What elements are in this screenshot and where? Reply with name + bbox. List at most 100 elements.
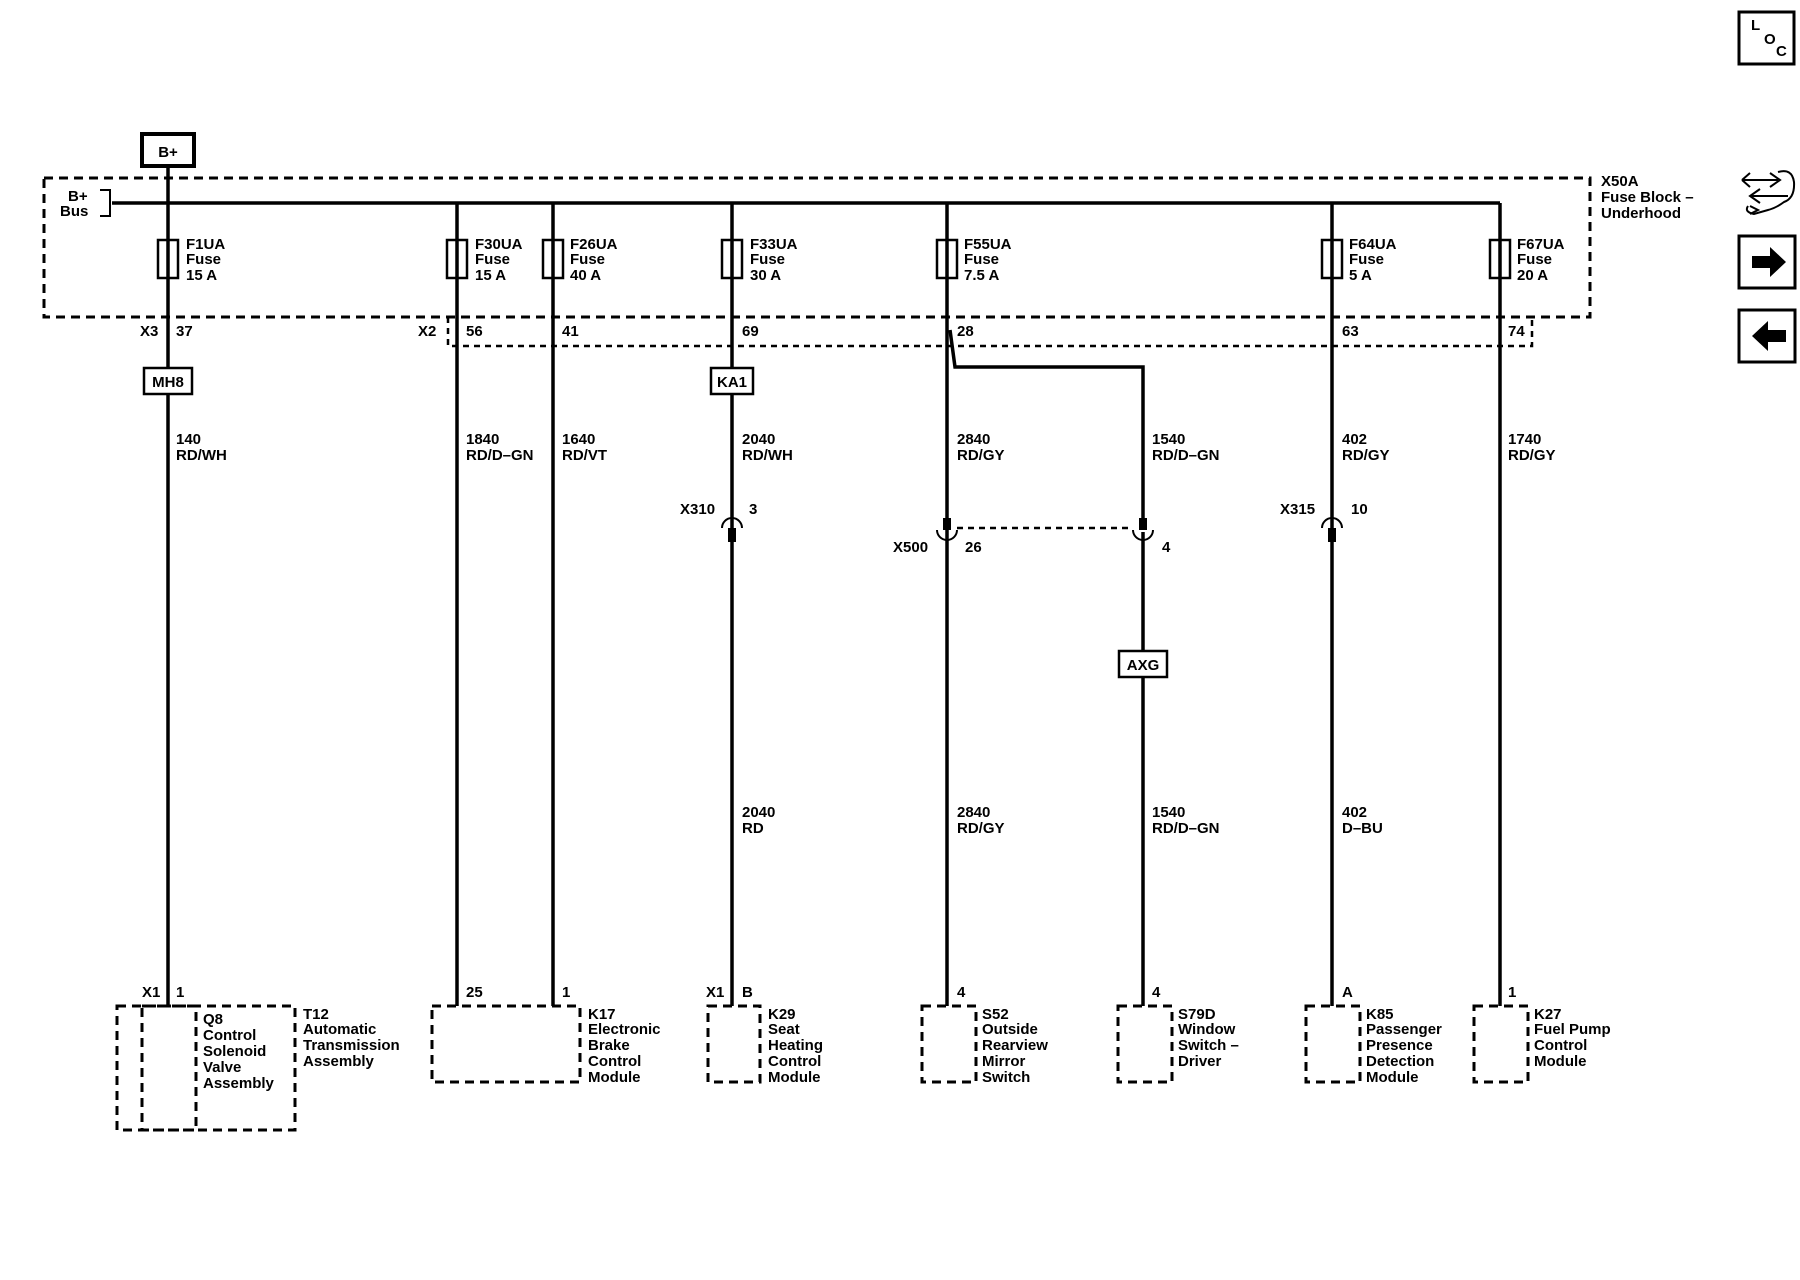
pin-f64-x2: 63 xyxy=(1342,323,1359,340)
wire-2840-lower-color: RD/GY xyxy=(957,820,1005,837)
bus-bracket xyxy=(100,189,111,217)
bplus-source: B+ xyxy=(140,132,196,168)
wire-402-upper-circuit: 402 xyxy=(1342,431,1367,448)
splice-axg: AXG xyxy=(1117,649,1169,679)
previous-page-button[interactable] xyxy=(1737,308,1797,364)
svg-text:Valve: Valve xyxy=(203,1059,241,1076)
splice-mh8: MH8 xyxy=(142,366,194,396)
bplus-source-label: B+ xyxy=(158,144,178,161)
svg-text:KA1: KA1 xyxy=(717,374,747,391)
wire-2840-upper-color: RD/GY xyxy=(957,447,1005,464)
svg-text:Seat: Seat xyxy=(768,1021,800,1038)
fuse-block-id: X50A xyxy=(1601,173,1639,190)
fuse-block-name-line2: Underhood xyxy=(1601,205,1681,222)
wire-1540-upper-circuit: 1540 xyxy=(1152,431,1185,448)
svg-text:K29: K29 xyxy=(768,1006,796,1023)
svg-text:F30UA: F30UA xyxy=(475,236,523,253)
svg-text:Assembly: Assembly xyxy=(203,1075,275,1092)
wire-1540-upper-color: RD/D–GN xyxy=(1152,447,1220,464)
svg-text:Detection: Detection xyxy=(1366,1053,1434,1070)
connector-x315: X315 xyxy=(1280,501,1315,518)
loc-button[interactable]: L O C xyxy=(1737,10,1796,66)
wire-2040-lower-color: RD xyxy=(742,820,764,837)
svg-text:F1UA: F1UA xyxy=(186,236,225,253)
wire-1840-circuit: 1840 xyxy=(466,431,499,448)
wire-1840-color: RD/D–GN xyxy=(466,447,534,464)
s52-pin: 4 xyxy=(957,984,966,1001)
fuse-f64ua: F64UA Fuse 5 A xyxy=(1320,236,1397,284)
component-k27: K27 Fuel Pump Control Module xyxy=(1472,1004,1611,1084)
fuse-f55ua: F55UA Fuse 7.5 A xyxy=(935,236,1012,284)
wire-1740-circuit: 1740 xyxy=(1508,431,1541,448)
pin-x310: 3 xyxy=(749,501,757,518)
component-t12: T12 Automatic Transmission Assembly xyxy=(115,1004,400,1132)
k17-pin-1: 1 xyxy=(562,984,570,1001)
svg-text:Fuse: Fuse xyxy=(570,251,605,268)
svg-text:Control: Control xyxy=(768,1053,821,1070)
inline-connector-x500 xyxy=(936,518,1154,541)
svg-text:15 A: 15 A xyxy=(186,267,217,284)
svg-text:MH8: MH8 xyxy=(152,374,184,391)
pin-x500-26: 26 xyxy=(965,539,982,556)
svg-text:Control: Control xyxy=(1534,1037,1587,1054)
pin-x500-4: 4 xyxy=(1162,539,1171,556)
t12-pin: 1 xyxy=(176,984,184,1001)
k29-connector: X1 xyxy=(706,984,724,1001)
svg-text:Module: Module xyxy=(1366,1069,1419,1086)
wire-402-lower-color: D–BU xyxy=(1342,820,1383,837)
fuse-block-name-line1: Fuse Block – xyxy=(1601,189,1694,206)
svg-text:Heating: Heating xyxy=(768,1037,823,1054)
wire-2840-lower-circuit: 2840 xyxy=(957,804,990,821)
svg-text:K17: K17 xyxy=(588,1006,616,1023)
svg-text:Driver: Driver xyxy=(1178,1053,1222,1070)
pin-f30-x2: 56 xyxy=(466,323,483,340)
svg-text:S52: S52 xyxy=(982,1006,1009,1023)
pin-f55-x2: 28 xyxy=(957,323,974,340)
loc-letter-c: C xyxy=(1776,43,1787,60)
svg-text:K27: K27 xyxy=(1534,1006,1562,1023)
k17-pin-25: 25 xyxy=(466,984,483,1001)
svg-text:K85: K85 xyxy=(1366,1006,1394,1023)
svg-text:F64UA: F64UA xyxy=(1349,236,1397,253)
svg-text:Switch –: Switch – xyxy=(1178,1037,1239,1054)
wire-1740-color: RD/GY xyxy=(1508,447,1556,464)
bus-label-line2: Bus xyxy=(60,203,88,220)
svg-text:15 A: 15 A xyxy=(475,267,506,284)
k27-pin: 1 xyxy=(1508,984,1516,1001)
svg-text:20 A: 20 A xyxy=(1517,267,1548,284)
wire-2840-upper-circuit: 2840 xyxy=(957,431,990,448)
svg-text:Switch: Switch xyxy=(982,1069,1030,1086)
next-page-button[interactable] xyxy=(1737,234,1797,290)
k29-pin: B xyxy=(742,984,753,1001)
svg-text:30 A: 30 A xyxy=(750,267,781,284)
component-q8: Q8 Control Solenoid Valve Assembly xyxy=(140,1004,275,1132)
wire-1640-color: RD/VT xyxy=(562,447,607,464)
svg-text:Automatic: Automatic xyxy=(303,1021,376,1038)
fuse-f26ua: F26UA Fuse 40 A xyxy=(541,236,618,284)
svg-text:Rearview: Rearview xyxy=(982,1037,1048,1054)
svg-text:5 A: 5 A xyxy=(1349,267,1372,284)
svg-text:F55UA: F55UA xyxy=(964,236,1012,253)
component-k85: K85 Passenger Presence Detection Module xyxy=(1304,1004,1442,1086)
pin-f67-x2: 74 xyxy=(1508,323,1525,340)
svg-text:Control: Control xyxy=(203,1027,256,1044)
svg-text:Window: Window xyxy=(1178,1021,1236,1038)
inline-connector-x315 xyxy=(1321,517,1343,542)
svg-text:Fuse: Fuse xyxy=(964,251,999,268)
pin-x315: 10 xyxy=(1351,501,1368,518)
component-locator-icon[interactable] xyxy=(1741,170,1796,216)
x2-connector-outline xyxy=(446,317,1534,348)
t12-connector: X1 xyxy=(142,984,160,1001)
loc-letter-o: O xyxy=(1764,31,1776,48)
svg-text:7.5 A: 7.5 A xyxy=(964,267,999,284)
inline-connector-x310 xyxy=(721,517,743,542)
bus-label-line1: B+ xyxy=(68,188,88,205)
svg-text:40 A: 40 A xyxy=(570,267,601,284)
svg-text:T12: T12 xyxy=(303,1006,329,1023)
svg-text:S79D: S79D xyxy=(1178,1006,1216,1023)
s79d-pin: 4 xyxy=(1152,984,1161,1001)
wire-1540-lower-color: RD/D–GN xyxy=(1152,820,1220,837)
wire-140-circuit: 140 xyxy=(176,431,201,448)
connector-x310: X310 xyxy=(680,501,715,518)
